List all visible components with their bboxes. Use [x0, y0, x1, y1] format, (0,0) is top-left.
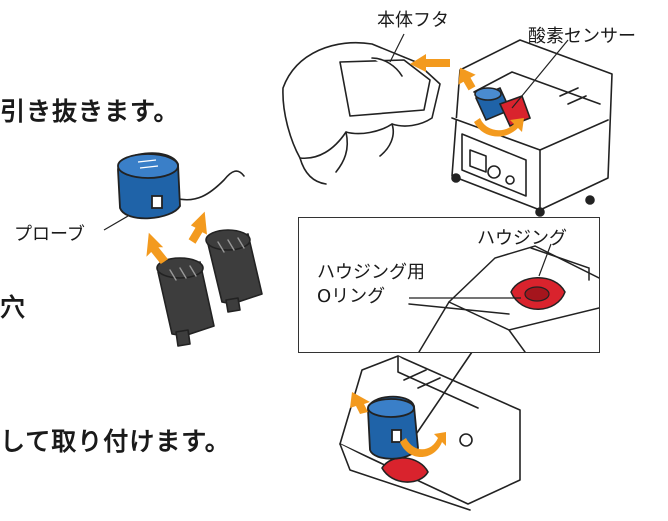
label-probe: プローブ: [14, 224, 85, 245]
instruction-line-2: 穴: [0, 293, 27, 322]
label-body-cover: 本体フタ: [377, 10, 449, 31]
probe-cartridges: [156, 229, 263, 347]
housing-detail-inset: ハウジング ハウジング用 Oリング: [298, 217, 600, 353]
orange-arrows: [146, 54, 524, 457]
main-unit: [451, 39, 613, 217]
lower-unit: [339, 355, 521, 511]
hand-with-cover: [282, 41, 441, 185]
label-housing-oring-line2: Oリング: [317, 286, 386, 307]
label-housing-oring-line1: ハウジング用: [317, 262, 425, 283]
label-oxygen-sensor: 酸素センサー: [528, 26, 636, 47]
label-housing: ハウジング: [477, 228, 567, 249]
instruction-line-1: 引き抜きます。: [0, 97, 180, 126]
inset-illustration: [408, 243, 599, 352]
probe-blue: [117, 152, 181, 220]
instruction-line-3: して取り付けます。: [0, 427, 231, 456]
